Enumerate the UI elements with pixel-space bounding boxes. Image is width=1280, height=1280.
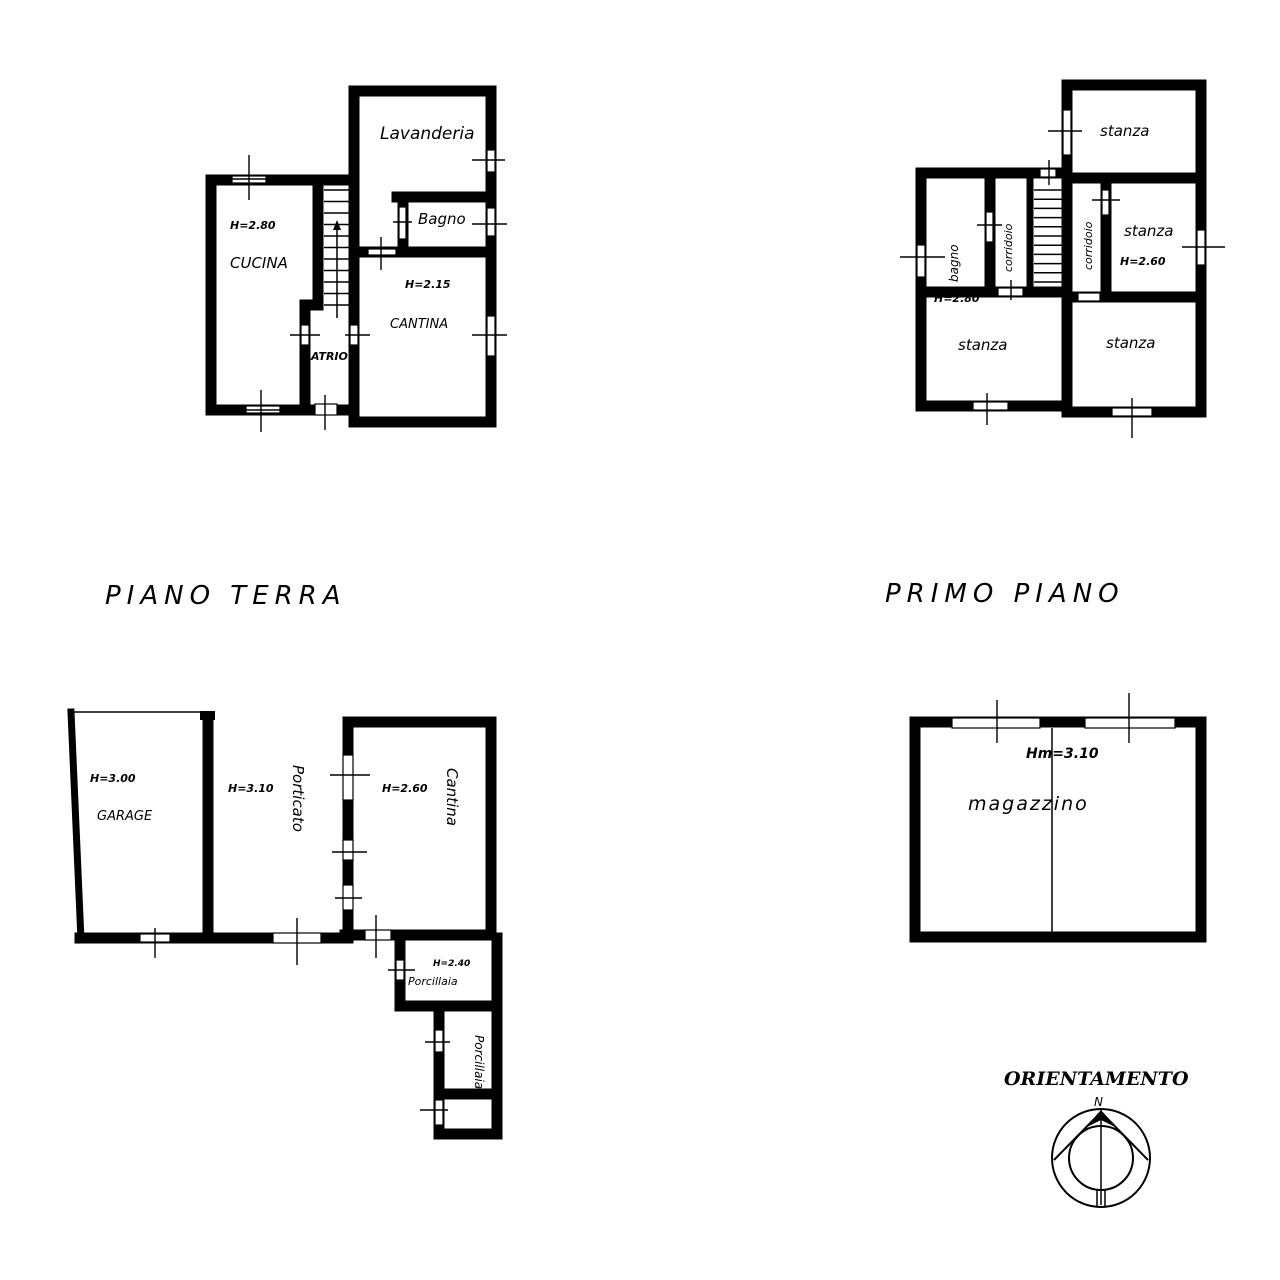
porcillaia-1-label: Porcillaia	[408, 975, 458, 988]
cucina-height: H=2.80	[230, 219, 276, 232]
outbuilding-plan: H=3.00 GARAGE H=3.10 Porticato H=2.60 Ca…	[67, 708, 503, 1140]
porticato-height: H=3.10	[228, 782, 274, 795]
stanza-top-label: stanza	[1100, 122, 1149, 140]
stanza-br-label: stanza	[1106, 334, 1155, 352]
stanza-mid-label: stanza	[1124, 222, 1173, 240]
stanza-bl-height: H=2.80	[934, 292, 980, 305]
staircase	[1034, 189, 1063, 283]
porticato-label: Porticato	[289, 765, 307, 832]
cantina-height: H=2.60	[382, 782, 428, 795]
porcillaia-2-label: Porcillaia	[472, 1035, 486, 1089]
walls	[915, 79, 1207, 418]
corridoio-right-label: corridoio	[1082, 221, 1095, 270]
cantina-label: Cantina	[443, 768, 461, 826]
garage-height: H=3.00	[90, 772, 136, 785]
corridoio-left-label: corridoio	[1002, 223, 1015, 272]
windows-doors	[139, 754, 450, 1126]
compass: ORIENTAMENTO N	[1004, 1068, 1189, 1208]
magazzino-label: magazzino	[968, 793, 1089, 815]
first-floor-title: PRIMO PIANO	[885, 579, 1125, 609]
windows-doors	[900, 109, 1225, 438]
north-label: N	[1094, 1095, 1103, 1109]
stanza-mid-height: H=2.60	[1120, 255, 1166, 268]
magazzino-height: Hm=3.10	[1026, 746, 1099, 762]
ground-floor-title: PIANO TERRA	[105, 581, 347, 611]
bagno-label: bagno	[947, 244, 961, 282]
storage-plan: Hm=3.10 magazzino	[909, 693, 1207, 943]
stanza-bl-label: stanza	[958, 336, 1007, 354]
orientation-title: ORIENTAMENTO	[1004, 1068, 1189, 1090]
atrio-label: ATRIO	[310, 350, 348, 363]
cucina-label: CUCINA	[230, 254, 288, 272]
cantina-height: H=2.15	[405, 278, 451, 291]
porcillaia-1-height: H=2.40	[433, 959, 470, 969]
first-floor-plan: stanza stanza H=2.60 H=2.80 stanza stanz…	[900, 79, 1225, 438]
lavanderia-label: Lavanderia	[380, 124, 475, 144]
cantina-label: CANTINA	[390, 317, 448, 332]
garage-label: GARAGE	[97, 809, 153, 824]
windows-doors	[231, 149, 507, 432]
bagno-label: Bagno	[418, 210, 466, 228]
ground-floor-plan: H=2.80 CUCINA Lavanderia Bagno H=2.15 CA…	[205, 85, 507, 432]
staircase	[324, 189, 349, 318]
